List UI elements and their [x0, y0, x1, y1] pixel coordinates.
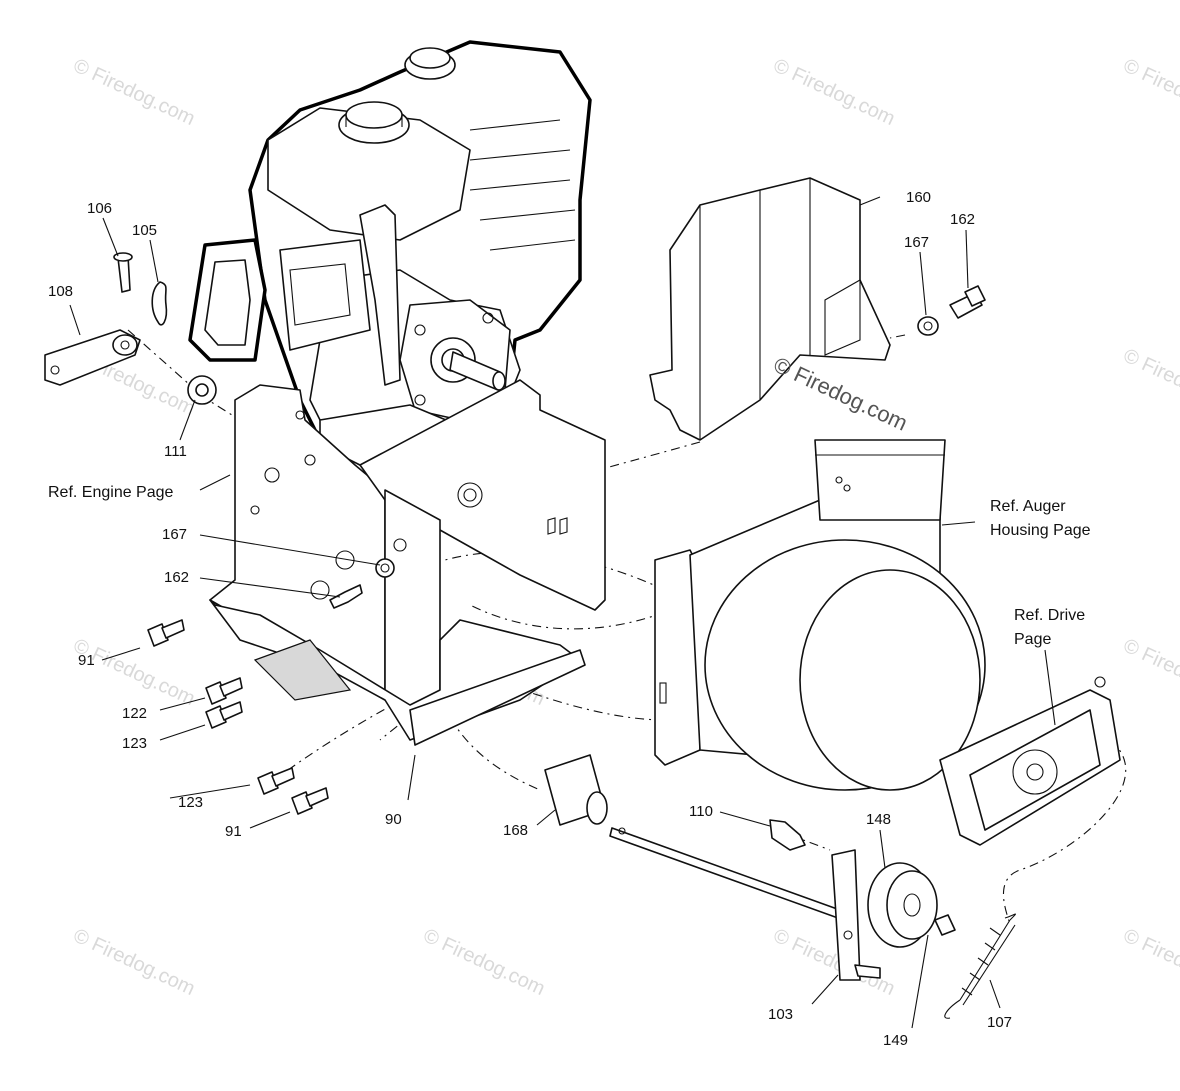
chute-fasteners — [917, 285, 986, 336]
ref-drive-line2: Page — [1014, 631, 1051, 648]
callouts: 106 105 108 111 160 162 167 167 162 91 1… — [48, 189, 1012, 1049]
watermark: © Firedog.com — [420, 925, 548, 1000]
ref-engine-page: Ref. Engine Page — [48, 484, 174, 501]
drive-plate — [939, 676, 1121, 846]
watermark: © Firedog.com — [70, 55, 198, 130]
watermark: © Firedog.com — [1120, 345, 1180, 420]
bracket-pin-assembly — [44, 252, 217, 405]
callout-122: 122 — [122, 705, 147, 722]
callout-103: 103 — [768, 1006, 793, 1023]
watermark: © Firedog.com — [1120, 925, 1180, 1000]
watermark: © Firedog.com — [1120, 55, 1180, 130]
bolts — [147, 619, 329, 815]
callout-162: 162 — [164, 569, 189, 586]
ref-auger-line2: Housing Page — [990, 522, 1091, 539]
callout-106: 106 — [87, 200, 112, 217]
callout-149: 149 — [883, 1032, 908, 1049]
reference-labels: Ref. Engine Page Ref. Auger Housing Page… — [48, 484, 1091, 648]
leader-lines — [69, 196, 1056, 1029]
center-watermark: © Firedog.com — [770, 352, 912, 436]
callout-162-top: 162 — [950, 211, 975, 228]
callout-160: 160 — [906, 189, 931, 206]
callout-167: 167 — [162, 526, 187, 543]
frame-assembly — [209, 379, 606, 746]
callout-105: 105 — [132, 222, 157, 239]
watermark: © Firedog.com — [1120, 635, 1180, 710]
idler-assembly — [769, 819, 1016, 1019]
watermark: © Firedog.com — [70, 925, 198, 1000]
chute-cover — [649, 177, 891, 441]
ref-auger-line1: Ref. Auger — [990, 498, 1066, 515]
watermark: © Firedog.com — [70, 635, 198, 710]
callout-111: 111 — [164, 443, 187, 460]
callout-123-upper: 123 — [122, 735, 147, 752]
callout-107: 107 — [987, 1014, 1012, 1031]
callout-148: 148 — [866, 811, 891, 828]
callout-110: 110 — [689, 803, 713, 820]
callout-167-top: 167 — [904, 234, 929, 251]
watermark: © Firedog.com — [770, 55, 898, 130]
callout-90: 90 — [385, 811, 402, 828]
callout-91-upper: 91 — [78, 652, 95, 669]
callout-168: 168 — [503, 822, 528, 839]
callout-108: 108 — [48, 283, 73, 300]
callout-91-lower: 91 — [225, 823, 242, 840]
callout-123-lower: 123 — [178, 794, 203, 811]
auger-housing — [654, 439, 986, 791]
ref-drive-line1: Ref. Drive — [1014, 607, 1085, 624]
